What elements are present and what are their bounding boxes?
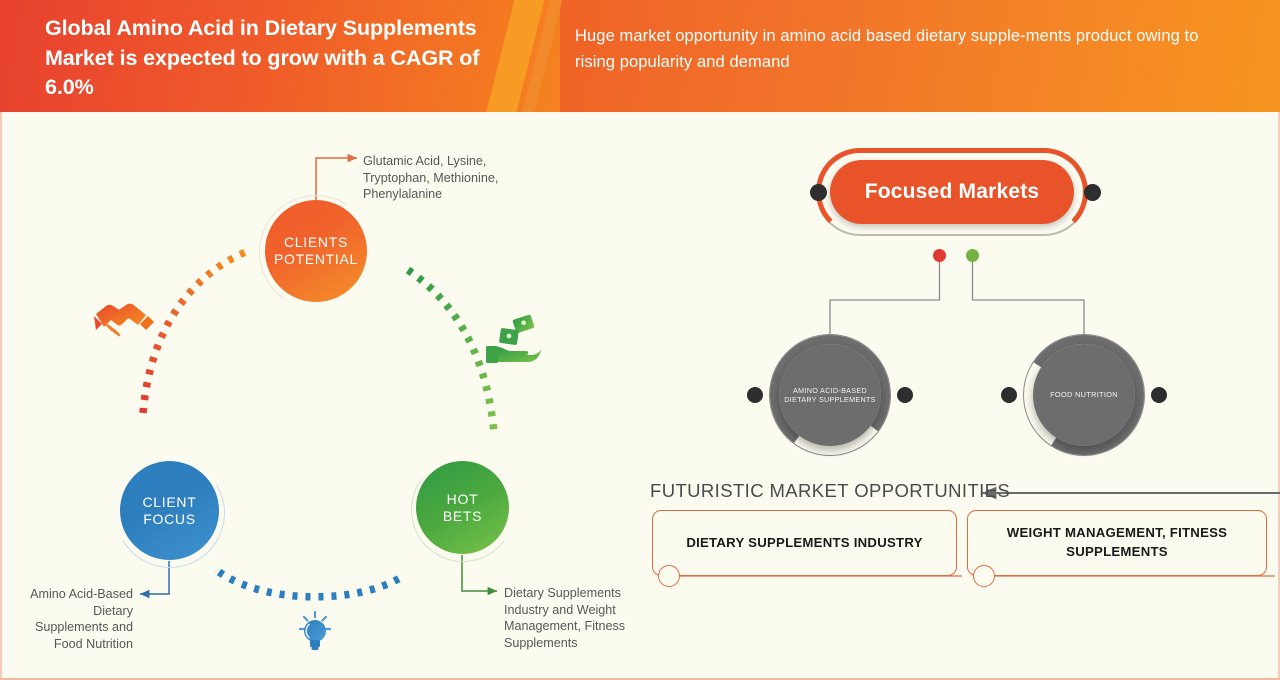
capsule-dot-right — [1084, 184, 1101, 201]
food-node-dot-right — [1151, 387, 1167, 403]
futuristic-section-title: FUTURISTIC MARKET OPPORTUNITIES — [650, 480, 1011, 501]
node-hot-bets[interactable]: HOT BETS — [416, 461, 509, 554]
market-node-food-nutrition[interactable]: FOOD NUTRITION — [1001, 323, 1167, 467]
body-border-left — [0, 112, 2, 680]
focused-markets-button[interactable]: Focused Markets — [830, 160, 1074, 224]
leader-line-clients-potential — [315, 153, 357, 200]
opportunity-box-2-marker — [973, 565, 995, 587]
amino-node-dot-right — [897, 387, 913, 403]
dotted-arc-blue — [216, 568, 402, 601]
money-in-hand-icon — [486, 314, 542, 363]
client-focus-label-2: FOCUS — [143, 510, 196, 527]
amino-node-dot-left — [747, 387, 763, 403]
header-left-background — [0, 0, 560, 112]
food-node-thin-ring — [1023, 334, 1145, 456]
hot-bets-label-2: BETS — [442, 507, 483, 524]
dotted-arc-green — [405, 266, 498, 433]
clients-potential-label-2: POTENTIAL — [273, 251, 359, 267]
green-connector-dot — [966, 249, 979, 262]
food-node-dot-left — [1001, 387, 1017, 403]
body-border-right — [1278, 112, 1280, 680]
connector-to-food-node — [972, 299, 1085, 336]
callout-client-focus: Amino Acid-Based Dietary Supplements and… — [30, 587, 133, 651]
client-focus-label-1: CLIENT — [142, 493, 197, 510]
dotted-arc-orange — [139, 247, 250, 414]
clients-potential-label-1: CLIENTS — [283, 234, 349, 251]
amino-node-thin-ring — [769, 334, 891, 456]
opportunity-box-dietary[interactable]: DIETARY SUPPLEMENTS INDUSTRY — [652, 510, 957, 576]
node-client-focus[interactable]: CLIENT FOCUS — [120, 461, 219, 560]
header-banner: Global Amino Acid in Dietary Supplements… — [0, 0, 1280, 112]
callout-clients-potential: Glutamic Acid, Lysine, Tryptophan, Methi… — [363, 154, 499, 202]
node-clients-potential[interactable]: CLIENTS POTENTIAL — [265, 200, 367, 302]
red-connector-dot — [933, 249, 946, 262]
market-node-amino-acid[interactable]: AMINO ACID-BASED DIETARY SUPPLEMENTS — [747, 327, 913, 463]
hot-bets-label-1: HOT — [446, 490, 479, 507]
handshake-icon — [94, 303, 154, 337]
body-border-bottom — [0, 678, 1280, 680]
opportunity-box-1-marker — [658, 565, 680, 587]
page-title: Global Amino Acid in Dietary Supplements… — [45, 16, 480, 100]
lightbulb-icon — [298, 610, 332, 650]
opportunity-box-weight[interactable]: WEIGHT MANAGEMENT, FITNESS SUPPLEMENTS — [967, 510, 1267, 576]
header-right-background — [520, 0, 1280, 112]
callout-hot-bets: Dietary Supplements Industry and Weight … — [504, 586, 626, 650]
connector-to-amino-node — [829, 299, 940, 336]
header-subtitle: Huge market opportunity in amino acid ba… — [575, 27, 1199, 71]
capsule-dot-left — [810, 184, 827, 201]
food-node-label: FOOD NUTRITION — [1033, 344, 1135, 446]
focused-markets-group: Focused Markets — [808, 148, 1101, 244]
amino-node-label: AMINO ACID-BASED DIETARY SUPPLEMENTS — [779, 344, 881, 446]
